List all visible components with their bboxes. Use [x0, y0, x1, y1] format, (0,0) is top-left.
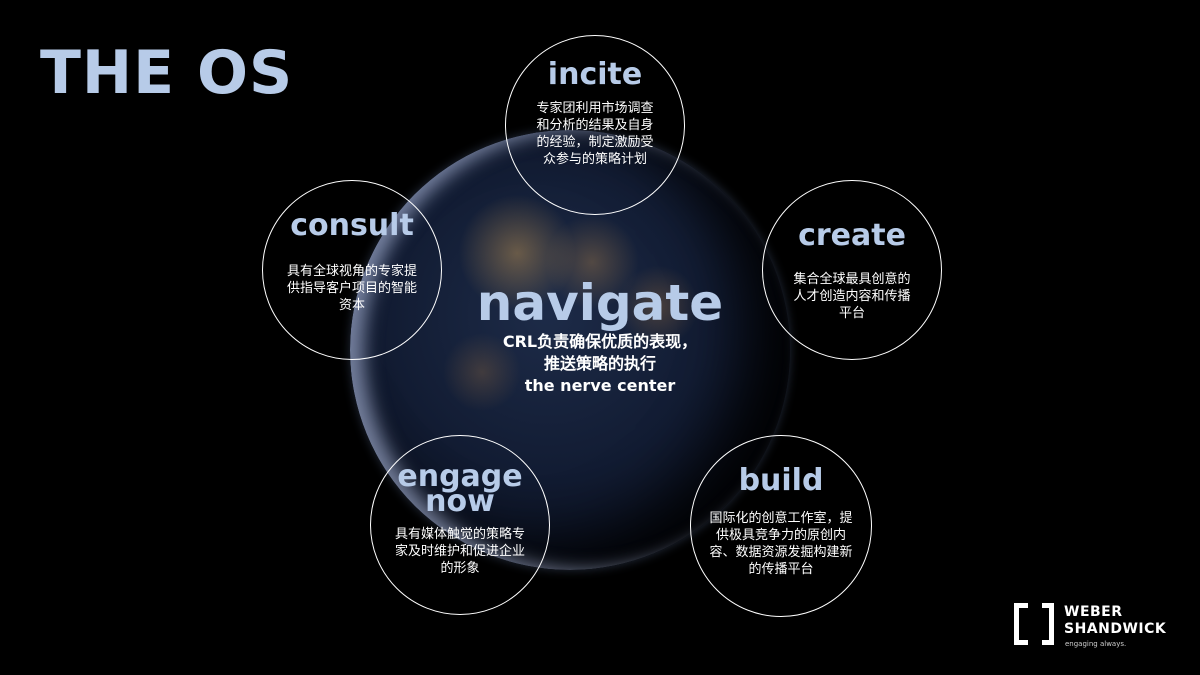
node-consult: consult 具有全球视角的专家提供指导客户项目的智能资本 [262, 180, 442, 360]
node-consult-description: 具有全球视角的专家提供指导客户项目的智能资本 [286, 264, 417, 313]
center-heading: navigate [476, 274, 724, 332]
logo-tagline: engaging always. [1065, 640, 1127, 648]
node-engage-heading-line2: now [425, 484, 495, 519]
node-create-description: 集合全球最具创意的人才创造内容和传播平台 [793, 272, 911, 321]
node-build: build 国际化的创意工作室，提供极具竞争力的原创内容、数据资源发掘构建新的传… [690, 435, 872, 617]
node-engage-heading-line1: engage [397, 459, 523, 494]
node-build-description: 国际化的创意工作室，提供极具竞争力的原创内容、数据资源发掘构建新的传播平台 [709, 511, 853, 577]
weber-shandwick-logo: WEBER SHANDWICK engaging always. [1014, 603, 1174, 653]
center-line-1: CRL负责确保优质的表现， [502, 332, 698, 351]
center-line-3: the nerve center [524, 376, 676, 395]
logo-text-weber: WEBER [1064, 604, 1123, 620]
center-navigate: navigate CRL负责确保优质的表现， 推送策略的执行 the nerve… [430, 275, 770, 397]
logo-mark-icon [1014, 603, 1054, 645]
node-build-heading: build [738, 463, 824, 498]
node-consult-heading: consult [290, 208, 414, 243]
node-engage-now-heading: engage now [371, 459, 549, 519]
page-title: THE OS [40, 38, 294, 108]
node-incite: incite 专家团利用市场调查和分析的结果及自身的经验，制定激励受众参与的策略… [505, 35, 685, 215]
node-create: create 集合全球最具创意的人才创造内容和传播平台 [762, 180, 942, 360]
node-engage-now-description: 具有媒体触觉的策略专家及时维护和促进企业的形象 [394, 527, 525, 576]
center-line-2: 推送策略的执行 [543, 354, 656, 373]
node-engage-now: engage now 具有媒体触觉的策略专家及时维护和促进企业的形象 [370, 435, 550, 615]
node-incite-heading: incite [547, 57, 643, 92]
node-create-heading: create [798, 218, 906, 253]
logo-text-shandwick: SHANDWICK [1064, 621, 1167, 637]
node-incite-description: 专家团利用市场调查和分析的结果及自身的经验，制定激励受众参与的策略计划 [536, 101, 654, 167]
